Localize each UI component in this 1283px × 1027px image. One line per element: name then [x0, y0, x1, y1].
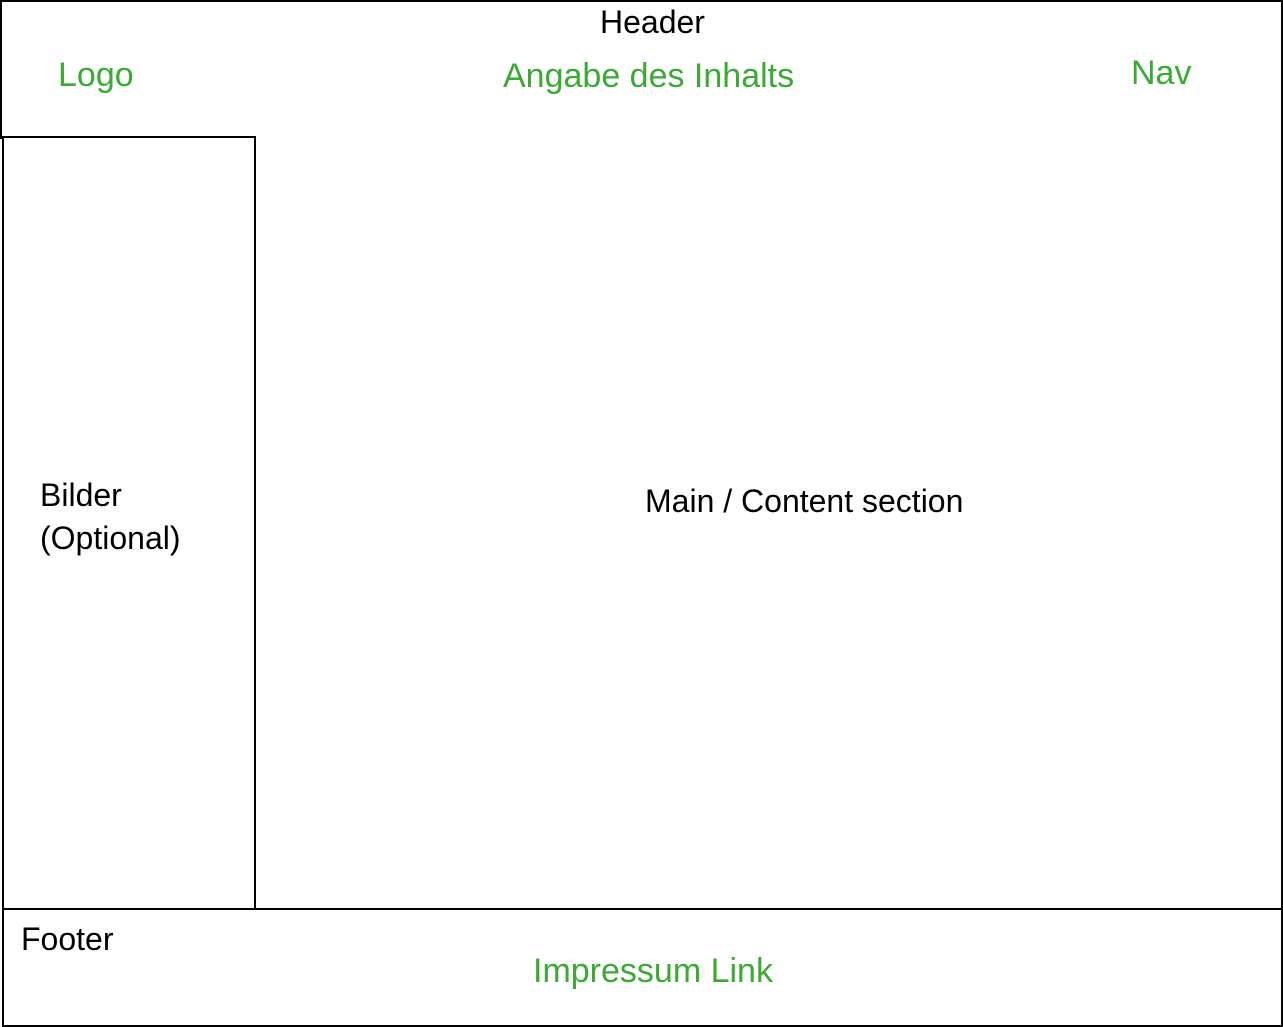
footer-region: [2, 908, 1283, 1027]
main-content-region: [253, 136, 1283, 911]
sidebar-label-line1: Bilder: [40, 477, 122, 513]
header-title: Header: [600, 4, 705, 40]
nav-placeholder: Nav: [1131, 54, 1192, 92]
content-description-placeholder: Angabe des Inhalts: [503, 57, 795, 95]
logo-placeholder: Logo: [58, 56, 134, 94]
impressum-link-placeholder: Impressum Link: [533, 952, 773, 990]
footer-title: Footer: [21, 921, 114, 957]
sidebar-region: [2, 136, 256, 911]
main-content-label: Main / Content section: [645, 483, 964, 519]
header-region: [0, 0, 1283, 139]
sidebar-label-line2: (Optional): [40, 520, 181, 556]
sidebar-label: Bilder (Optional): [40, 474, 230, 560]
